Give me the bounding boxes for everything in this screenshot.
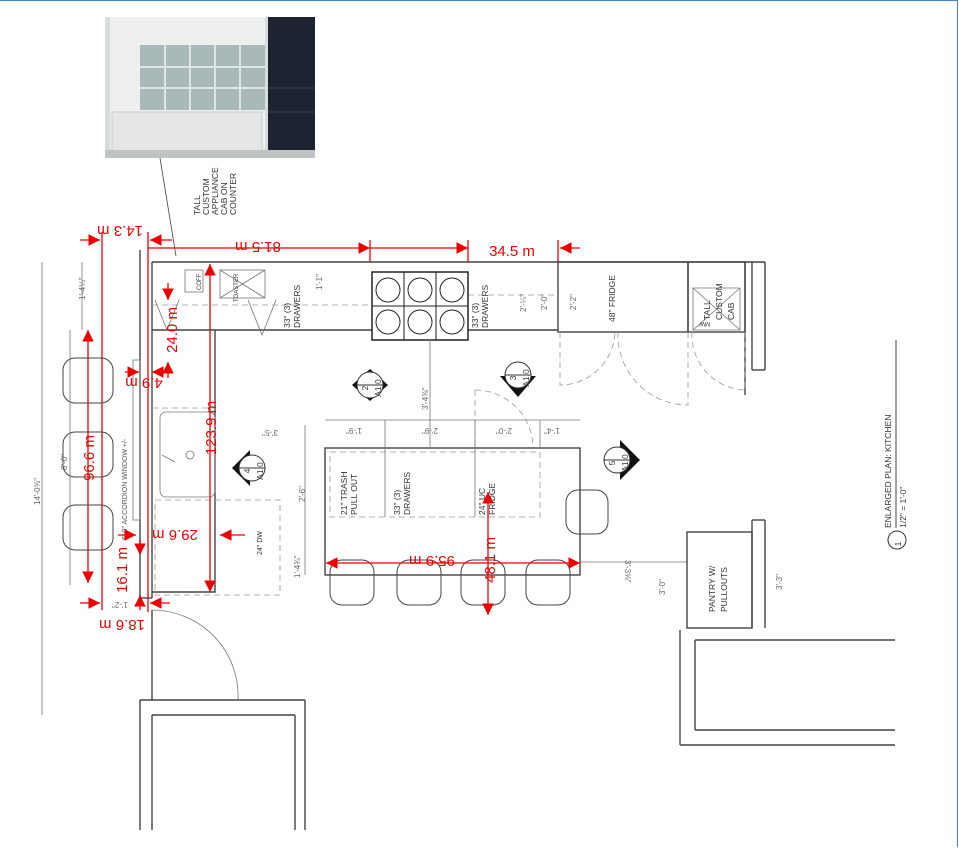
- leader-line: [159, 157, 177, 257]
- svg-text:6'-0" ACCORDION WINDOW +/-: 6'-0" ACCORDION WINDOW +/-: [122, 438, 129, 540]
- svg-text:DRAWERS: DRAWERS: [402, 472, 412, 515]
- section-marker-2[interactable]: 2 A1.0: [352, 369, 388, 401]
- svg-text:MW: MW: [699, 320, 710, 326]
- svg-text:4: 4: [242, 468, 252, 473]
- pantry: [686, 531, 753, 629]
- section-marker-5[interactable]: 5 A1.0: [603, 440, 640, 480]
- svg-text:A1.0: A1.0: [521, 369, 531, 387]
- svg-text:TOASTER: TOASTER: [234, 273, 240, 302]
- measure-label: 34.5 m: [489, 243, 535, 260]
- measure-label: 48.1 m: [482, 537, 499, 583]
- measure-label: 14.3 m: [97, 222, 143, 239]
- measure-label: 123.9 m: [203, 401, 220, 455]
- measure-label: 18.6 m: [99, 616, 145, 633]
- range-icon: [371, 271, 469, 341]
- svg-text:TALL: TALL: [702, 300, 712, 320]
- svg-text:TALL: TALL: [192, 195, 202, 215]
- dimension-lines: [41, 262, 306, 715]
- measure-label: 24.0 m: [164, 307, 181, 353]
- svg-text:2'-2": 2'-2": [569, 294, 578, 310]
- svg-text:CUSTOM: CUSTOM: [201, 178, 211, 215]
- svg-text:PANTRY W/: PANTRY W/: [707, 565, 717, 612]
- reference-photo: [105, 17, 315, 158]
- svg-text:A1.0: A1.0: [255, 462, 265, 480]
- svg-text:APPLIANCE: APPLIANCE: [210, 167, 220, 215]
- svg-text:PULLOUTS: PULLOUTS: [719, 567, 729, 612]
- door: [151, 609, 239, 701]
- svg-text:DRAWERS: DRAWERS: [292, 285, 302, 328]
- svg-text:33" (3): 33" (3): [470, 303, 480, 328]
- svg-text:1'-9": 1'-9": [346, 426, 362, 435]
- svg-text:1'-4¾": 1'-4¾": [293, 555, 302, 578]
- svg-text:24" DW: 24" DW: [257, 531, 264, 555]
- svg-text:A1.0: A1.0: [373, 379, 383, 397]
- svg-text:2'-6": 2'-6": [298, 486, 307, 502]
- svg-text:3'-0": 3'-0": [658, 579, 667, 595]
- svg-text:1'-2": 1'-2": [112, 600, 128, 609]
- island: [324, 340, 687, 576]
- svg-text:3'-4⅜": 3'-4⅜": [421, 387, 430, 410]
- svg-text:ENLARGED PLAN: KITCHEN: ENLARGED PLAN: KITCHEN: [883, 415, 893, 528]
- svg-text:3'-3": 3'-3": [775, 574, 784, 590]
- svg-text:14'-0⅝": 14'-0⅝": [33, 478, 42, 505]
- measure-label: 96.6 m: [81, 435, 98, 481]
- svg-text:24" UC: 24" UC: [477, 488, 487, 515]
- svg-text:2'-0": 2'-0": [496, 426, 512, 435]
- svg-text:2'-¼": 2'-¼": [519, 294, 528, 312]
- appliance-cab-label: TALL CUSTOM APPLIANCE CAB ON COUNTER: [192, 167, 238, 215]
- measure-label: 4.9 m: [125, 374, 163, 391]
- svg-text:CAB ON: CAB ON: [219, 182, 229, 215]
- title-block: 1 ENLARGED PLAN: KITCHEN 1/2" = 1'-0": [883, 340, 908, 550]
- svg-text:1'-4": 1'-4": [544, 426, 560, 435]
- svg-text:2: 2: [360, 385, 370, 390]
- svg-text:8'-0": 8'-0": [60, 454, 69, 470]
- svg-text:3: 3: [508, 375, 518, 380]
- svg-text:COFF: COFF: [197, 273, 203, 290]
- svg-text:PULL OUT: PULL OUT: [349, 474, 359, 515]
- measurement-overlay[interactable]: 14.3 m 81.5 m 34.5 m 24.0 m 4.9 m 123.9 …: [80, 222, 580, 633]
- plan-labels: COFF TOASTER 33" (3) DRAWERS 33" (3) DRA…: [122, 273, 736, 612]
- svg-text:21" TRASH: 21" TRASH: [339, 472, 349, 516]
- section-marker-3[interactable]: 3 A1.0: [500, 361, 536, 397]
- section-marker-4[interactable]: 4 A1.0: [232, 450, 266, 486]
- svg-text:1: 1: [893, 541, 903, 546]
- walls: [139, 250, 895, 830]
- svg-text:COUNTER: COUNTER: [228, 173, 238, 215]
- measure-label: 16.1 m: [114, 547, 131, 593]
- svg-text:2'-9": 2'-9": [422, 426, 438, 435]
- measure-label: 81.5 m: [235, 238, 281, 255]
- svg-text:5: 5: [607, 460, 617, 465]
- svg-text:CAB: CAB: [726, 302, 736, 320]
- svg-text:33" (3): 33" (3): [282, 303, 292, 328]
- svg-text:33" (3): 33" (3): [392, 490, 402, 515]
- svg-text:1/2" = 1'-0": 1/2" = 1'-0": [898, 487, 908, 528]
- svg-text:3'-3⅝": 3'-3⅝": [623, 560, 632, 583]
- svg-text:CUSTOM: CUSTOM: [714, 283, 724, 320]
- svg-text:48" FRIDGE: 48" FRIDGE: [607, 275, 617, 322]
- svg-text:A1.0: A1.0: [620, 454, 630, 472]
- svg-text:2'-0": 2'-0": [540, 294, 549, 310]
- measure-label: 95.9 m: [409, 552, 455, 569]
- fridge: [474, 261, 746, 449]
- dimension-labels: 1'-4¼" 14'-0⅝" 8'-0" 1'-1" 2'-¼" 2'-0" 2…: [33, 274, 784, 609]
- svg-text:1'-1": 1'-1": [315, 274, 324, 290]
- measure-label: 29.6 m: [152, 526, 198, 543]
- svg-text:1'-4¼": 1'-4¼": [78, 277, 87, 300]
- bar-stools: [62, 357, 609, 606]
- svg-text:DRAWERS: DRAWERS: [480, 285, 490, 328]
- svg-text:3'-5": 3'-5": [262, 428, 278, 437]
